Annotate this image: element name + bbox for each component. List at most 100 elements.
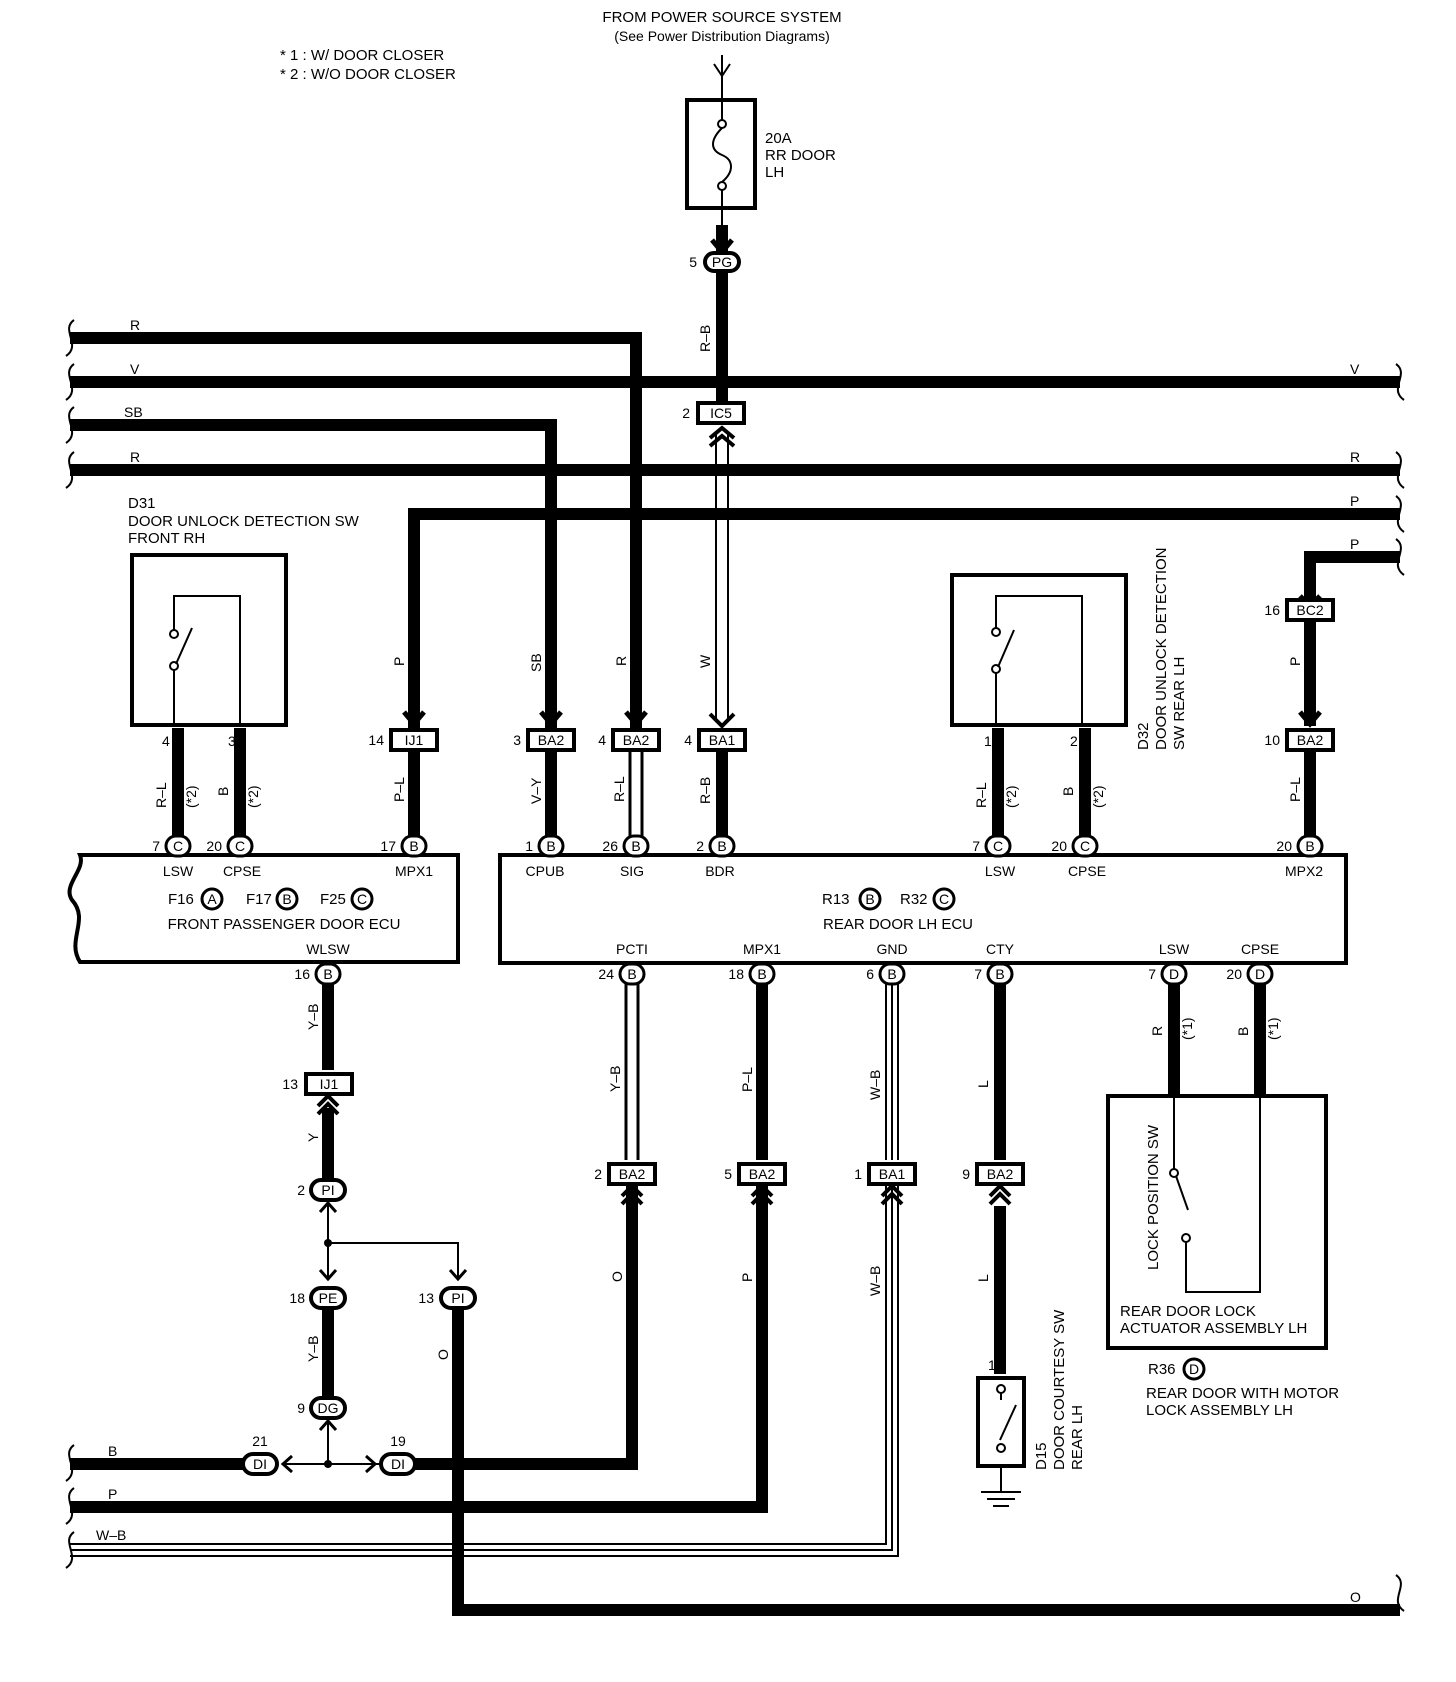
- svg-text:7: 7: [974, 966, 982, 982]
- svg-text:PE: PE: [319, 1290, 338, 1306]
- bus-label-p2-right: P: [1350, 536, 1359, 552]
- svg-text:7: 7: [1148, 966, 1156, 982]
- lock-position-sw-label: LOCK POSITION SW: [1145, 1124, 1162, 1270]
- svg-text:20: 20: [1226, 966, 1242, 982]
- svg-text:18: 18: [289, 1290, 305, 1306]
- power-source-note: (See Power Distribution Diagrams): [614, 28, 830, 44]
- wire-color-vy: V–Y: [528, 777, 544, 804]
- rear-door-lock-actuator: [1106, 1094, 1328, 1350]
- d32-name-2: SW REAR LH: [1171, 657, 1188, 750]
- svg-text:C: C: [357, 891, 367, 907]
- wire-color-p-rear: P: [739, 1273, 755, 1282]
- svg-text:(*1): (*1): [1265, 1017, 1281, 1040]
- svg-text:PI: PI: [451, 1290, 464, 1306]
- d15-pin: 1: [988, 1357, 996, 1373]
- svg-text:MPX2: MPX2: [1285, 863, 1323, 879]
- svg-text:(*2): (*2): [1090, 785, 1106, 808]
- bus-label-b: B: [108, 1443, 117, 1459]
- svg-text:18: 18: [728, 966, 744, 982]
- bus-wire-o: [452, 1308, 1400, 1616]
- wire-color-b-cpse: B: [1235, 1027, 1251, 1036]
- svg-text:PCTI: PCTI: [616, 941, 648, 957]
- lock-actuator-ref: R36: [1148, 1361, 1176, 1378]
- svg-text:A: A: [207, 891, 217, 907]
- bus-label-sb: SB: [124, 404, 143, 420]
- svg-text:(*2): (*2): [183, 785, 199, 808]
- connector-pg-pin: 5: [689, 254, 697, 270]
- svg-text:IJ1: IJ1: [320, 1076, 339, 1092]
- svg-text:B: B: [631, 838, 640, 854]
- svg-text:DI: DI: [253, 1456, 267, 1472]
- d32-pin-2: 2: [1070, 733, 1078, 749]
- wire-color-p: P: [391, 657, 407, 666]
- svg-text:C: C: [993, 838, 1003, 854]
- bus-wire-p: [408, 508, 1400, 738]
- svg-text:3: 3: [513, 732, 521, 748]
- front-ecu-wlsw: WLSW: [306, 941, 350, 957]
- svg-text:CPSE: CPSE: [1241, 941, 1279, 957]
- d31-pin-4: 4: [162, 733, 170, 749]
- d32-code: D32: [1135, 722, 1152, 750]
- d15-name-2: REAR LH: [1069, 1405, 1086, 1470]
- wire-color-wb: W–B: [867, 1070, 883, 1100]
- svg-text:CPUB: CPUB: [526, 863, 565, 879]
- power-source-label: FROM POWER SOURCE SYSTEM: [602, 9, 841, 26]
- bus-label-o: O: [1350, 1589, 1361, 1605]
- svg-text:BA2: BA2: [619, 1166, 646, 1182]
- wire-color-rb: R–B: [697, 325, 713, 352]
- d15-code: D15: [1033, 1442, 1050, 1470]
- wire-color-wb-2: W–B: [867, 1266, 883, 1296]
- svg-text:BA2: BA2: [623, 732, 650, 748]
- svg-text:D: D: [1169, 966, 1179, 982]
- power-arrow-icon: [713, 63, 731, 78]
- connector-dg: [309, 1396, 347, 1420]
- rear-ecu-ref-r13: R13: [822, 891, 850, 908]
- svg-text:B: B: [865, 891, 874, 907]
- rear-ecu-top-terminals: B 1 CPUB B 26 SIG B 2 BDR C 7 LSW C 20 C…: [525, 834, 1324, 879]
- rear-ecu-bottom-terminals: B 24 B 18 B 6 B 7 D 7 D 20: [598, 962, 1274, 986]
- wire-color-l: L: [975, 1080, 991, 1088]
- svg-text:16: 16: [294, 966, 310, 982]
- bus-wire-p2: [1304, 551, 1400, 600]
- svg-text:B: B: [1305, 838, 1314, 854]
- svg-text:LSW: LSW: [1159, 941, 1190, 957]
- bus-label-p-right: P: [1350, 493, 1359, 509]
- wire-color-b-d32: B: [1060, 787, 1076, 796]
- svg-text:B: B: [546, 838, 555, 854]
- svg-text:4: 4: [598, 732, 606, 748]
- svg-text:PI: PI: [321, 1182, 334, 1198]
- wire-color-r-lsw: R: [1149, 1026, 1165, 1036]
- wire-color-yb-pe: Y–B: [305, 1336, 321, 1362]
- fuse-rating: 20A: [765, 130, 792, 147]
- svg-text:B: B: [627, 966, 636, 982]
- svg-text:CPSE: CPSE: [223, 863, 261, 879]
- wire-color-o: O: [435, 1349, 451, 1360]
- svg-text:4: 4: [684, 732, 692, 748]
- svg-text:17: 17: [380, 838, 396, 854]
- svg-text:C: C: [173, 838, 183, 854]
- fuse-terminal-icon: [717, 181, 727, 191]
- bus-label-r-right: R: [1350, 449, 1360, 465]
- connector-bc2-pin: 16: [1264, 602, 1280, 618]
- note-door-closer: * 1 : W/ DOOR CLOSER: [280, 47, 444, 64]
- fuse-name-2: LH: [765, 164, 784, 181]
- connector-ic5-code: IC5: [710, 405, 732, 421]
- svg-text:B: B: [995, 966, 1004, 982]
- svg-text:9: 9: [297, 1400, 305, 1416]
- wire-color-pl-rear: P–L: [739, 1067, 755, 1092]
- svg-text:B: B: [887, 966, 896, 982]
- wire-color-r: R: [613, 656, 629, 666]
- svg-text:2: 2: [696, 838, 704, 854]
- wire-color-b-d31: B: [215, 787, 231, 796]
- svg-text:B: B: [409, 838, 418, 854]
- svg-text:(*2): (*2): [1003, 785, 1019, 808]
- svg-text:LSW: LSW: [163, 863, 194, 879]
- rear-door-lh-ecu: [498, 853, 1348, 965]
- svg-text:B: B: [717, 838, 726, 854]
- svg-text:(*2): (*2): [245, 785, 261, 808]
- svg-text:20: 20: [1276, 838, 1292, 854]
- wire-color-w: W: [697, 654, 713, 668]
- d31-code: D31: [128, 495, 156, 512]
- wire-color-rl-d31: R–L: [153, 782, 169, 808]
